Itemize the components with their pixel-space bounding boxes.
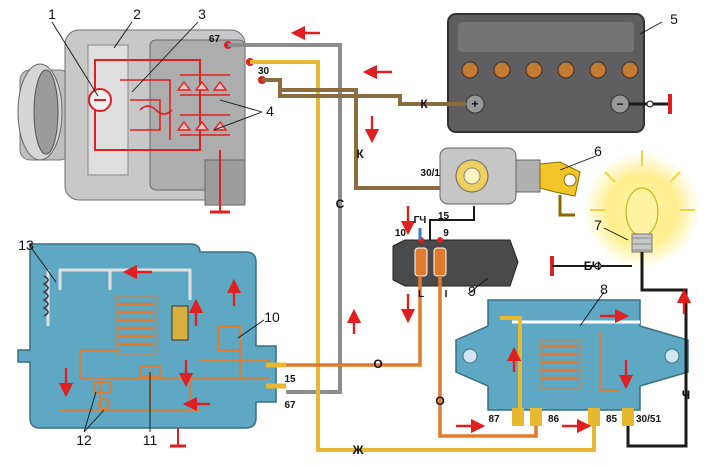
wire-label-k-top: К — [420, 97, 428, 111]
callout-4: 4 — [266, 103, 274, 119]
terminal-relay-87: 87 — [488, 414, 500, 425]
connector-block — [392, 237, 519, 287]
terminal-relay-85: 85 — [606, 414, 618, 425]
wire-yellow-zh — [250, 60, 596, 452]
callout-2: 2 — [133, 6, 141, 22]
terminal-sw-15: 15 — [438, 211, 450, 222]
wire-orange-o2 — [438, 276, 538, 438]
relay — [455, 299, 689, 426]
wire-label-gch: ГЧ — [414, 215, 427, 226]
battery: + − — [447, 13, 672, 133]
wire-black-ch — [626, 252, 688, 448]
terminal-blk-l: L — [418, 289, 424, 300]
callout-5: 5 — [670, 11, 678, 27]
terminal-reg-67: 67 — [284, 400, 296, 411]
callout-numbers: 1 2 3 4 5 6 7 8 9 10 11 12 13 — [18, 6, 678, 448]
warning-lamp — [584, 150, 700, 270]
wire-orange-o1 — [286, 276, 422, 367]
leader-lines — [29, 21, 663, 433]
terminal-sw-30-1: 30/1 — [421, 168, 441, 179]
terminal-relay-30-51: 30/51 — [636, 414, 661, 425]
voltage-regulator — [17, 243, 286, 448]
ignition-switch — [439, 147, 581, 217]
terminal-reg-15: 15 — [284, 374, 296, 385]
callout-1: 1 — [48, 6, 56, 22]
battery-minus-sign: − — [616, 97, 623, 111]
terminal-relay-86: 86 — [548, 414, 560, 425]
wire-label-c: С — [336, 197, 345, 211]
wire-label-o-right: О — [435, 394, 444, 408]
battery-plus-sign: + — [471, 97, 478, 111]
terminal-alt-30: 30 — [258, 66, 270, 77]
callout-7: 7 — [594, 217, 602, 233]
callout-8: 8 — [600, 281, 608, 297]
terminal-blk-9: 9 — [443, 228, 449, 239]
wire-label-k-mid: К — [356, 147, 364, 161]
wire-brown-k1 — [262, 78, 466, 106]
callout-11: 11 — [143, 432, 158, 448]
callout-6: 6 — [594, 143, 602, 159]
wire-label-zh: Ж — [352, 443, 364, 457]
terminal-blk-10: 10 — [395, 228, 407, 239]
wire-label-ch: Ч — [682, 388, 690, 402]
wiring — [228, 43, 688, 452]
callout-3: 3 — [198, 6, 206, 22]
terminal-blk-i: I — [445, 289, 448, 300]
terminal-alt-67: 67 — [209, 34, 221, 45]
wire-gray-c — [228, 43, 342, 394]
wire-15 — [429, 206, 475, 240]
wire-labels: К К С О О Ж Ч ГЧ БЧ — [336, 97, 691, 457]
callout-10: 10 — [264, 309, 280, 325]
current-arrows — [58, 25, 692, 434]
alternator — [17, 29, 266, 214]
callout-12: 12 — [76, 432, 92, 448]
wire-label-bch: БЧ — [584, 259, 601, 273]
wire-label-o-left: О — [373, 357, 382, 371]
callout-13: 13 — [18, 237, 34, 253]
callout-9: 9 — [468, 283, 476, 299]
terminal-labels: 67 30 30/1 15 10 9 L I 15 67 87 86 85 30… — [209, 34, 662, 425]
wire-brown-k2 — [280, 88, 440, 190]
